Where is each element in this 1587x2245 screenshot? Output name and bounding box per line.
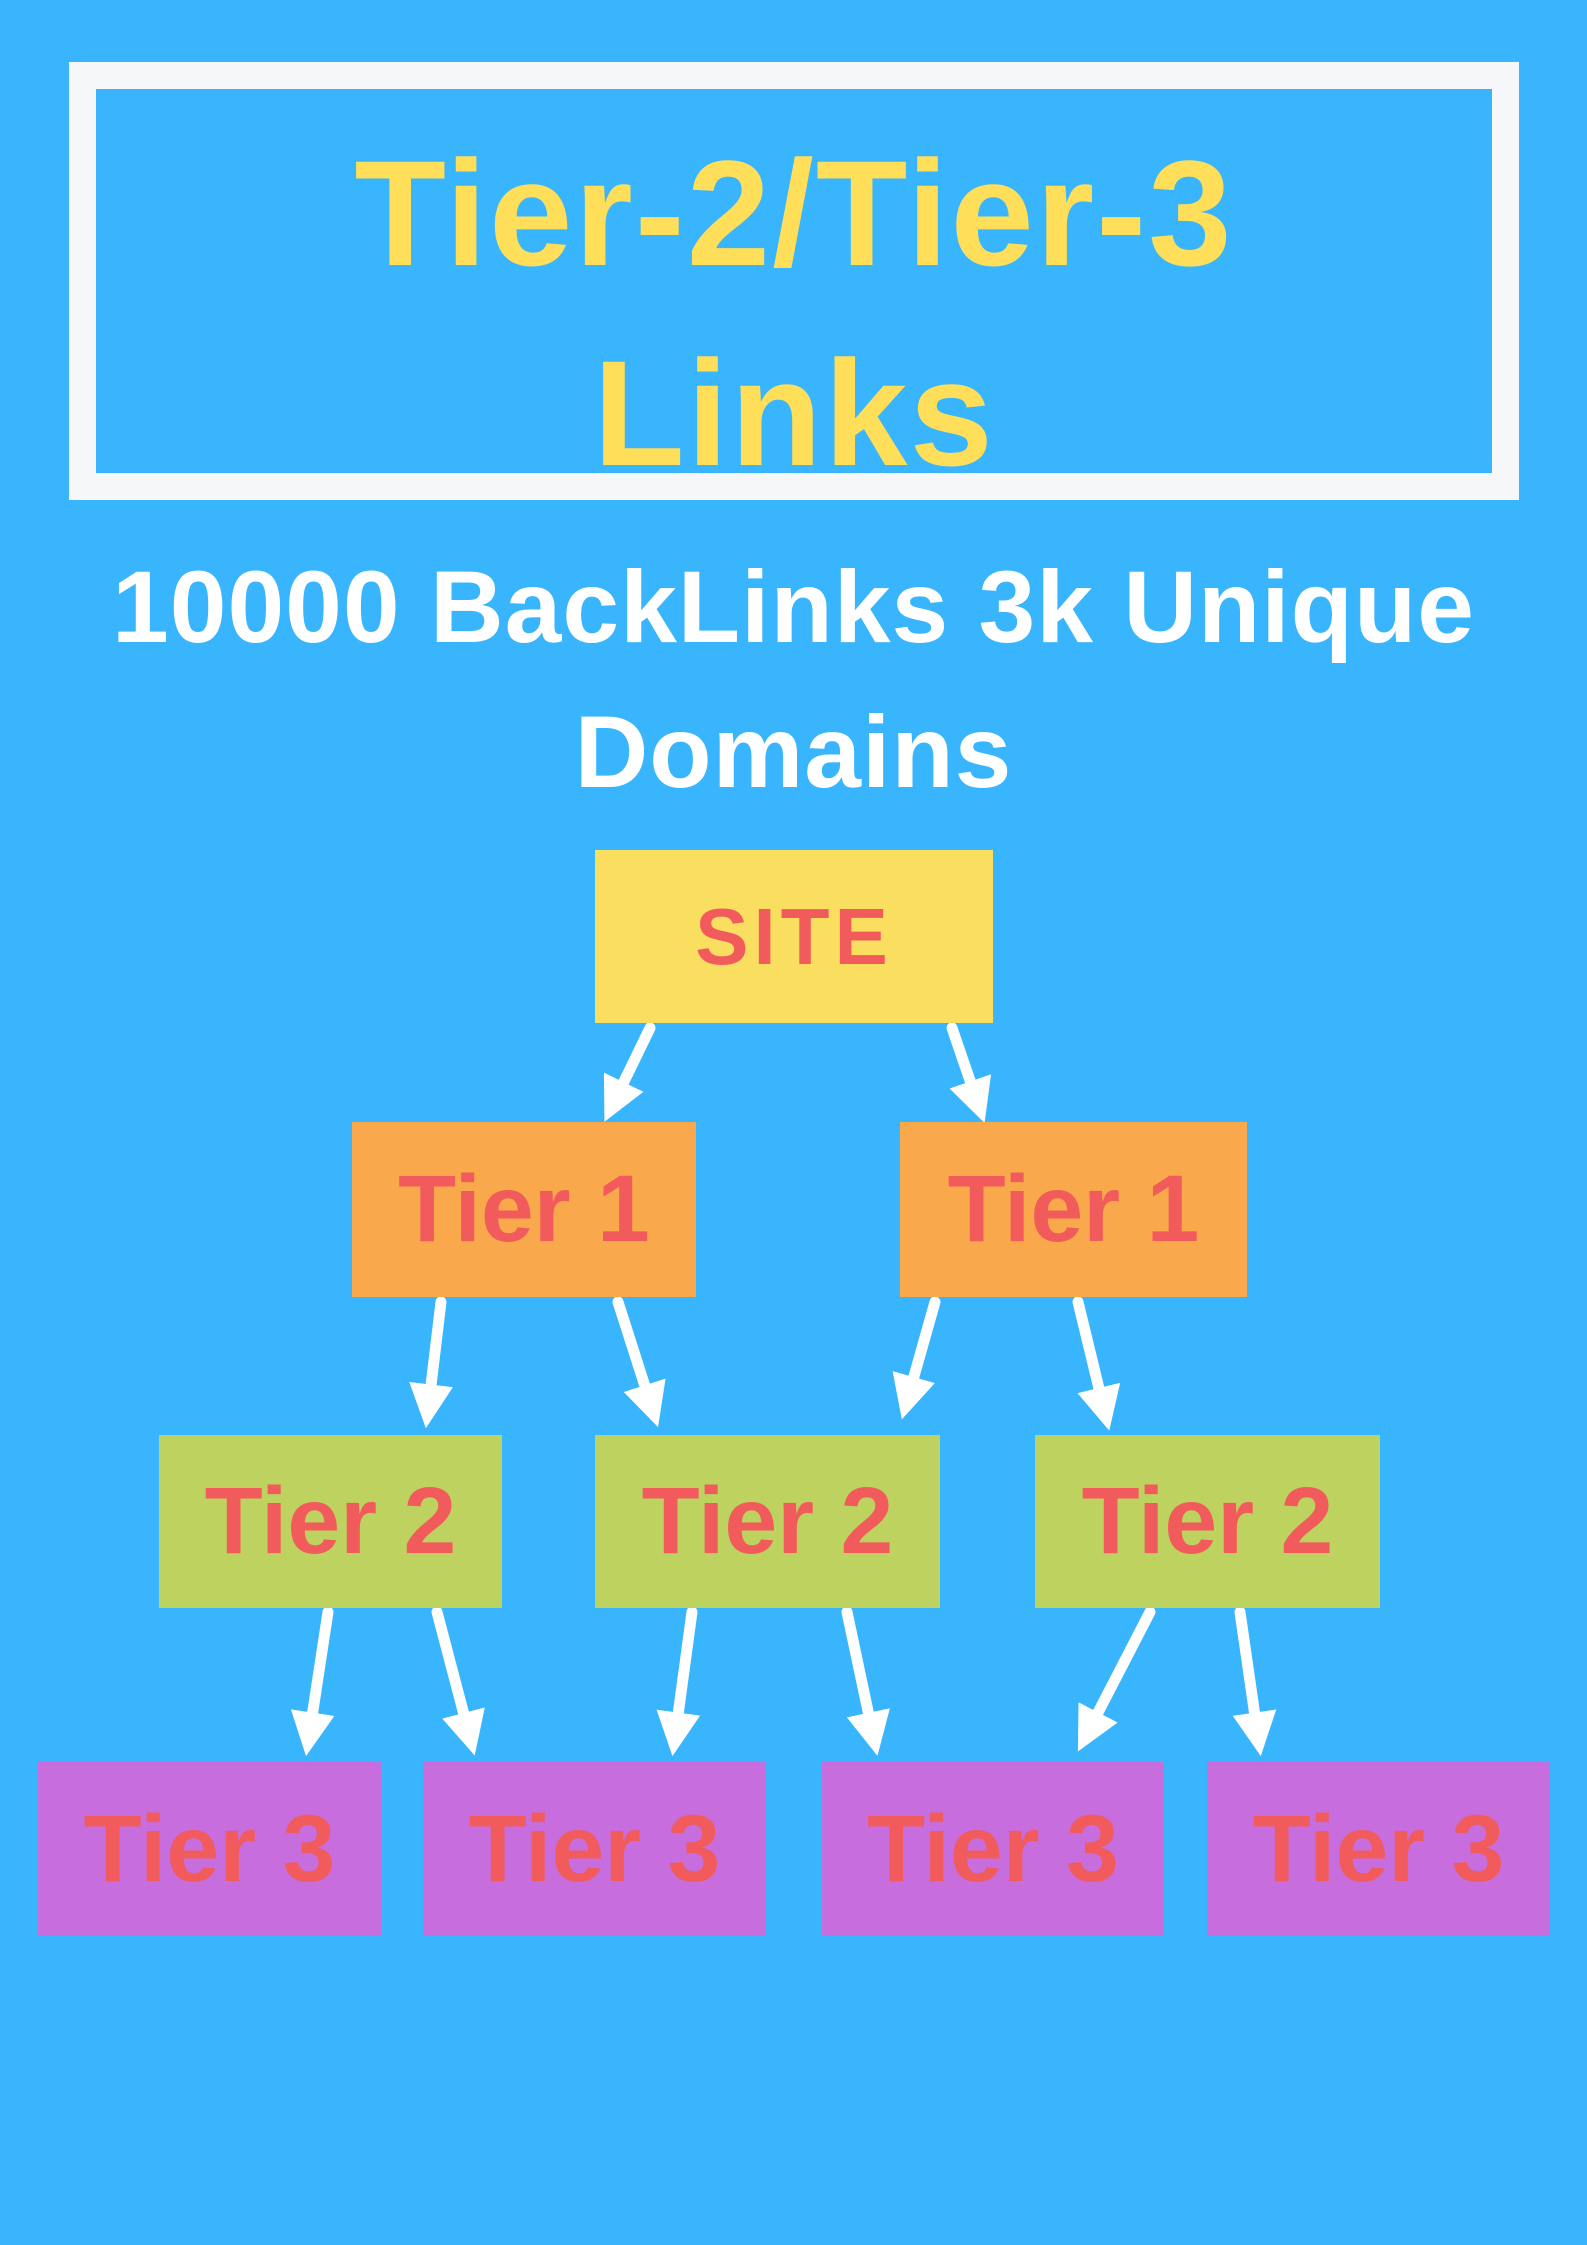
- tier2-node-1-label: Tier 2: [204, 1468, 457, 1574]
- tier2-node-3: Tier 2: [1035, 1435, 1380, 1608]
- tier3-node-4: Tier 3: [1207, 1762, 1550, 1936]
- arrow-site-to-tier1-left: [603, 1022, 656, 1122]
- arrow-tier2a-to-tier3a: [290, 1606, 335, 1757]
- subtitle-text: 10000 BackLinks 3k Unique Domains: [111, 550, 1475, 809]
- tier3-node-1-label: Tier 3: [83, 1795, 336, 1902]
- tier2-node-2-label: Tier 2: [641, 1468, 894, 1574]
- tier2-node-1: Tier 2: [159, 1435, 502, 1608]
- tier3-node-2-label: Tier 3: [468, 1795, 721, 1902]
- subtitle: 10000 BackLinks 3k Unique Domains: [0, 535, 1587, 825]
- tier3-node-4-label: Tier 3: [1252, 1795, 1505, 1902]
- title-line-2: Links: [593, 329, 995, 497]
- arrow-tier2c-to-tier3c: [1077, 1606, 1156, 1752]
- tier2-node-3-label: Tier 2: [1081, 1468, 1334, 1574]
- tier1-node-1-label: Tier 1: [398, 1156, 650, 1262]
- arrow-tier1a-to-tier2a: [409, 1296, 453, 1429]
- tier1-node-2-label: Tier 1: [947, 1156, 1200, 1262]
- arrow-tier2a-to-tier3b: [431, 1606, 485, 1756]
- arrow-tier2b-to-tier3b: [656, 1606, 701, 1757]
- arrow-tier1b-to-tier2b: [892, 1296, 941, 1420]
- arrow-tier2c-to-tier3d: [1232, 1606, 1277, 1757]
- tier3-node-2: Tier 3: [423, 1762, 766, 1936]
- arrow-tier1b-to-tier2c: [1072, 1296, 1121, 1431]
- tier1-node-1: Tier 1: [352, 1122, 696, 1297]
- arrow-site-to-tier1-right: [946, 1022, 992, 1123]
- title-frame: Tier-2/Tier-3 Links: [69, 62, 1519, 500]
- tier3-node-3-label: Tier 3: [867, 1795, 1119, 1902]
- site-node: SITE: [595, 850, 993, 1023]
- arrow-tier1a-to-tier2b: [612, 1296, 666, 1428]
- title-line-1: Tier-2/Tier-3: [354, 129, 1234, 297]
- tier3-node-1: Tier 3: [38, 1762, 381, 1936]
- arrow-tier2b-to-tier3c: [841, 1606, 890, 1756]
- tier2-node-2: Tier 2: [595, 1435, 940, 1608]
- site-node-label: SITE: [695, 891, 893, 981]
- tier1-node-2: Tier 1: [900, 1122, 1247, 1297]
- tier3-node-3: Tier 3: [822, 1762, 1164, 1936]
